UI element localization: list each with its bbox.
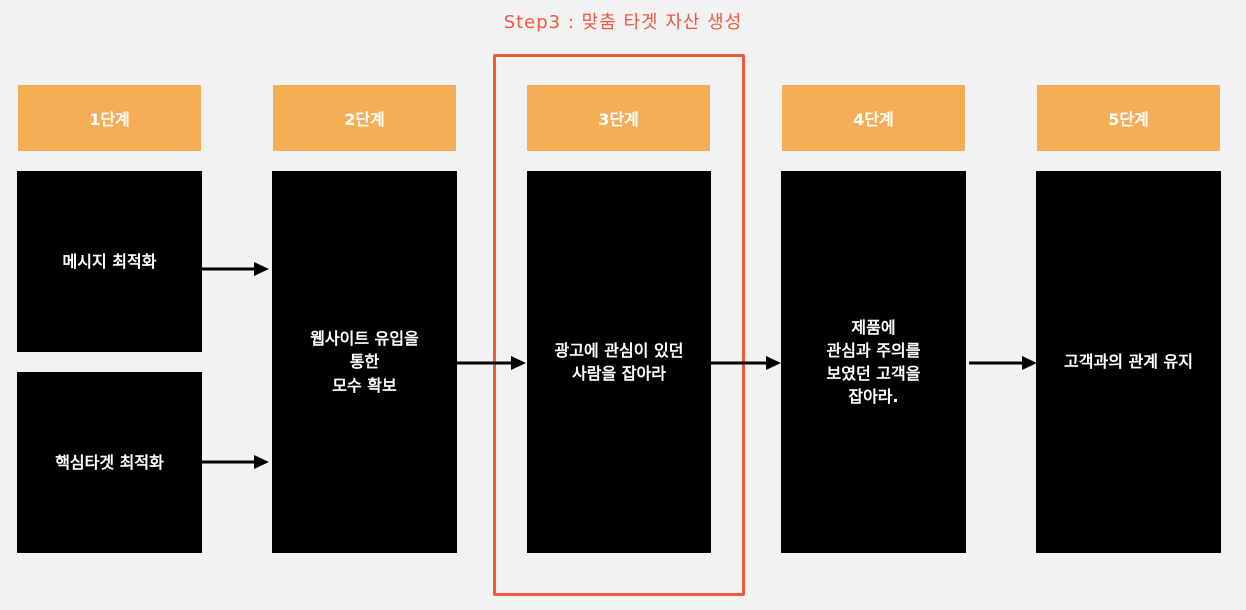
box-core-target-optimization: 핵심타겟 최적화 [17, 372, 202, 553]
stage-header-2: 2단계 [273, 85, 456, 151]
stage-header-1: 1단계 [18, 85, 201, 151]
arrow-head-4 [1022, 356, 1037, 370]
box-message-optimization: 메시지 최적화 [17, 171, 202, 352]
box-website-traffic: 웹사이트 유입을 통한 모수 확보 [272, 171, 457, 553]
step-title: Step3 : 맞춤 타겟 자산 생성 [503, 12, 743, 33]
box-interested-people: 광고에 관심이 있던 사람을 잡아라 [527, 171, 711, 553]
arrow-head-1a [254, 262, 269, 276]
arrow-head-2 [511, 356, 526, 370]
stage-header-4: 4단계 [782, 85, 965, 151]
box-product-attention: 제품에 관심과 주의를 보였던 고객을 잡아라. [781, 171, 966, 553]
stage-header-5: 5단계 [1037, 85, 1220, 151]
arrow-head-1b [254, 455, 269, 469]
arrow-head-3 [766, 356, 781, 370]
highlight-frame-stage3 [493, 54, 745, 596]
box-customer-relationship: 고객과의 관계 유지 [1036, 171, 1221, 553]
stage-header-3: 3단계 [527, 85, 710, 151]
